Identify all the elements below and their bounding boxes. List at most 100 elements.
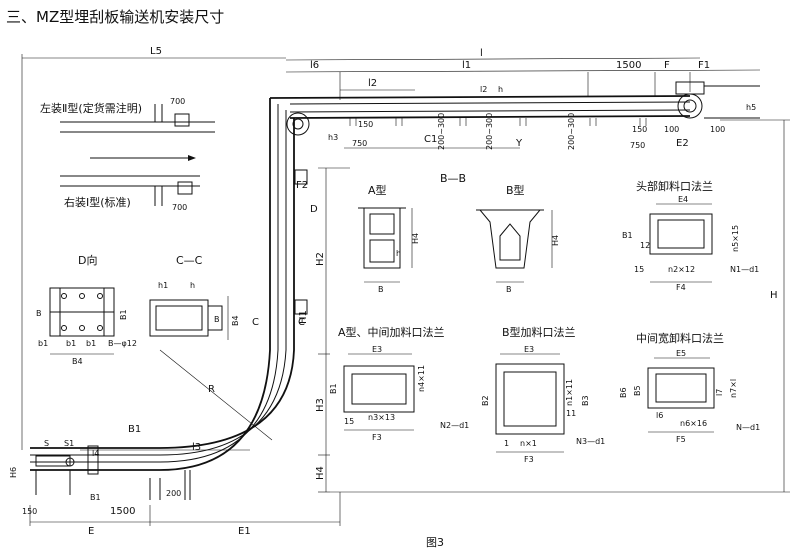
- d-view-bolt-spec: B—φ12: [108, 339, 137, 348]
- a-flange-E3: E3: [372, 345, 382, 354]
- dim-E1: E1: [238, 526, 251, 537]
- cc-view: C—C h1 h B4 B: [149, 254, 240, 340]
- dim-200-300-c: 200~300: [567, 113, 576, 150]
- b-flange-11: 11: [566, 409, 576, 418]
- page-title: 三、MZ型埋刮板输送机安装尺寸: [6, 8, 224, 26]
- dim-150: 150: [358, 120, 373, 129]
- dim-F: F: [664, 60, 670, 71]
- dim-700-top: 700: [170, 97, 185, 106]
- d-view-b1: b1: [38, 339, 48, 348]
- section-b-label: B型: [506, 183, 525, 197]
- section-b-B: B: [506, 285, 512, 294]
- d-view-b1-3: b1: [86, 339, 96, 348]
- mid-flange: 中间宽卸料口法兰 E5 B6 B5 l7 n7×l l6 n6×16 F5 N—…: [619, 331, 760, 444]
- head-flange-label: 头部卸料口法兰: [636, 179, 713, 193]
- b-type-flange: B型加料口法兰 E3 B2 B3 n1×11 11 1 n×1 F3 N3—d1: [481, 325, 605, 464]
- mid-flange-B6: B6: [619, 387, 628, 398]
- b-flange-nx1: n×1: [520, 439, 537, 448]
- dim-750: 750: [352, 139, 367, 148]
- b-flange-F3: F3: [524, 455, 534, 464]
- cc-view-h: h: [190, 281, 195, 290]
- b-flange-B3: B3: [581, 395, 590, 406]
- section-bb: B—B A型 B型 B H4 h B H4: [358, 172, 560, 294]
- dim-h: h: [498, 85, 503, 94]
- right-type-label: 右装Ⅰ型(标准): [64, 195, 131, 209]
- main-dimensions: L5 l l6 l1 1500 F F1 l2 l2 h3 150 750 C1…: [9, 46, 790, 537]
- mark-D: D: [310, 204, 318, 215]
- dim-H1: H1: [298, 310, 309, 324]
- dim-H4: H4: [315, 466, 326, 480]
- cc-view-label: C—C: [176, 254, 203, 267]
- dim-l2b: l2: [480, 85, 487, 94]
- dim-150-bottom: 150: [22, 507, 37, 516]
- a-flange-15: 15: [344, 417, 354, 426]
- dim-100-v: 100: [710, 125, 725, 134]
- mark-C2: C: [252, 317, 259, 328]
- dim-l4: l4: [92, 449, 99, 458]
- dim-L5: L5: [150, 46, 162, 57]
- a-flange-F3: F3: [372, 433, 382, 442]
- dim-F1: F1: [698, 60, 710, 71]
- section-a-label: A型: [368, 183, 387, 197]
- mid-flange-l6: l6: [656, 411, 663, 420]
- head-flange-n2x12: n2×12: [668, 265, 695, 274]
- mid-flange-Nd1: N—d1: [736, 423, 760, 432]
- dim-200-300-b: 200~300: [485, 113, 494, 150]
- dim-h3: h3: [328, 133, 338, 142]
- dim-l: l: [480, 48, 483, 59]
- section-b-H4: H4: [551, 235, 560, 246]
- left-type-label: 左装Ⅱ型(定货需注明): [40, 101, 142, 115]
- d-view-B4: B4: [72, 357, 83, 366]
- d-view: D向 B B1 b1 b1 b1 B—φ12 B4: [36, 253, 137, 366]
- dim-H3: H3: [315, 398, 326, 412]
- d-view-b1-2: b1: [66, 339, 76, 348]
- mid-flange-n6x16: n6×16: [680, 419, 707, 428]
- dim-F2: F2: [296, 180, 308, 191]
- head-flange-E4: E4: [678, 195, 688, 204]
- dim-H6: H6: [9, 467, 18, 478]
- dim-1500-bottom: 1500: [110, 506, 135, 517]
- a-type-flange: A型、中间加料口法兰 E3 B1 n4×11 15 n3×13 F3 N2—d1: [329, 325, 469, 442]
- a-flange-n3x13: n3×13: [368, 413, 395, 422]
- a-flange-n4x11: n4×11: [417, 365, 426, 392]
- dim-S1: S1: [64, 439, 74, 448]
- dim-750-right: 750: [630, 141, 645, 150]
- cc-view-h1: h1: [158, 281, 168, 290]
- d-view-B: B: [36, 309, 42, 318]
- b-flange-n1x11: n1×11: [565, 379, 574, 406]
- dim-200-bottom: 200: [166, 489, 181, 498]
- dim-H: H: [770, 290, 778, 301]
- a-flange-B1: B1: [329, 383, 338, 394]
- mid-flange-B5: B5: [633, 385, 642, 396]
- dim-S: S: [44, 439, 49, 448]
- head-flange-F4: F4: [676, 283, 686, 292]
- b-flange-B2: B2: [481, 395, 490, 406]
- dim-150-right: 150: [632, 125, 647, 134]
- head-flange-15: 15: [634, 265, 644, 274]
- b-flange-E3: E3: [524, 345, 534, 354]
- dim-B1-small: B1: [90, 493, 101, 502]
- dim-l3: l3: [192, 442, 201, 453]
- a-flange-N2d1: N2—d1: [440, 421, 469, 430]
- dim-h5: h5: [746, 103, 756, 112]
- dim-l2: l2: [368, 78, 377, 89]
- b-flange-label: B型加料口法兰: [502, 325, 576, 339]
- figure-caption: 图3: [426, 536, 444, 549]
- mid-flange-l7: l7: [715, 389, 724, 396]
- mid-flange-E5: E5: [676, 349, 686, 358]
- a-flange-label: A型、中间加料口法兰: [338, 325, 445, 339]
- dim-E: E: [88, 526, 94, 537]
- b-flange-N3d1: N3—d1: [576, 437, 605, 446]
- dim-l1: l1: [462, 60, 471, 71]
- mid-flange-label: 中间宽卸料口法兰: [636, 331, 724, 345]
- mid-flange-F5: F5: [676, 435, 686, 444]
- section-a-B: B: [378, 285, 384, 294]
- head-flange-12: 12: [640, 241, 650, 250]
- dim-C1: C1: [424, 134, 437, 145]
- b-flange-1: 1: [504, 439, 509, 448]
- d-view-B1: B1: [119, 309, 128, 320]
- conveyor-main-view: [30, 81, 760, 500]
- d-view-label: D向: [78, 253, 97, 267]
- dim-H2: H2: [315, 252, 326, 266]
